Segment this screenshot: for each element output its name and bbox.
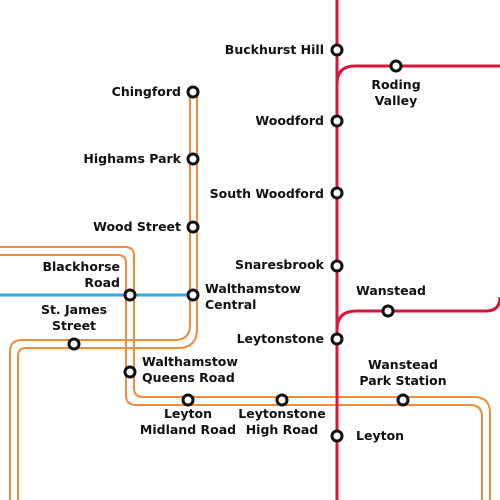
- station-marker-wanstead[interactable]: [381, 304, 395, 318]
- station-label-highams-park[interactable]: Highams Park: [83, 151, 181, 166]
- station-marker-wood-street[interactable]: [186, 220, 200, 234]
- station-label-wood-street[interactable]: Wood Street: [93, 219, 181, 234]
- station-label-walthamstow-queens-road[interactable]: Walthamstow Queens Road: [142, 354, 238, 385]
- station-label-st-james-street[interactable]: St. James Street: [40, 302, 108, 333]
- station-marker-chingford[interactable]: [186, 85, 200, 99]
- station-marker-st-james-street[interactable]: [67, 337, 81, 351]
- station-label-leyton[interactable]: Leyton: [356, 428, 405, 443]
- station-label-leytonstone[interactable]: Leytonstone: [236, 331, 324, 346]
- station-label-walthamstow-central[interactable]: Walthamstow Central: [205, 281, 301, 312]
- central-line-hainault-loop-north: [335, 64, 500, 85]
- station-marker-buckhurst-hill[interactable]: [330, 43, 344, 57]
- station-marker-blackhorse-road[interactable]: [123, 288, 137, 302]
- station-marker-south-woodford[interactable]: [330, 186, 344, 200]
- station-marker-woodford[interactable]: [330, 114, 344, 128]
- station-label-buckhurst-hill[interactable]: Buckhurst Hill: [224, 42, 324, 57]
- station-marker-leytonstone-high-road[interactable]: [275, 393, 289, 407]
- overground-barking-line: [0, 246, 491, 500]
- station-marker-highams-park[interactable]: [186, 152, 200, 166]
- station-marker-walthamstow-queens-road[interactable]: [123, 365, 137, 379]
- station-label-chingford[interactable]: Chingford: [111, 84, 181, 99]
- station-marker-leyton[interactable]: [330, 429, 344, 443]
- station-label-wanstead[interactable]: Wanstead: [356, 283, 426, 298]
- station-marker-wanstead-park[interactable]: [396, 393, 410, 407]
- station-marker-leyton-midland-road[interactable]: [181, 393, 195, 407]
- station-label-blackhorse-road[interactable]: Blackhorse Road: [42, 259, 120, 290]
- station-label-roding-valley[interactable]: Roding Valley: [371, 77, 421, 108]
- station-label-leyton-midland-road[interactable]: Leyton Midland Road: [139, 406, 237, 437]
- station-markers: [67, 43, 410, 443]
- station-marker-leytonstone[interactable]: [330, 332, 344, 346]
- overground-chingford-line: [9, 92, 198, 500]
- station-marker-roding-valley[interactable]: [389, 59, 403, 73]
- station-marker-walthamstow-central[interactable]: [186, 288, 200, 302]
- station-marker-snaresbrook[interactable]: [330, 259, 344, 273]
- station-label-leytonstone-high-road[interactable]: Leytonstone High Road: [238, 406, 326, 437]
- station-label-south-woodford[interactable]: South Woodford: [209, 186, 324, 201]
- central-line-hainault-loop-south: [335, 296, 500, 331]
- station-label-snaresbrook[interactable]: Snaresbrook: [234, 257, 324, 272]
- station-label-wanstead-park[interactable]: Wanstead Park Station: [359, 357, 447, 388]
- station-label-woodford[interactable]: Woodford: [255, 113, 324, 128]
